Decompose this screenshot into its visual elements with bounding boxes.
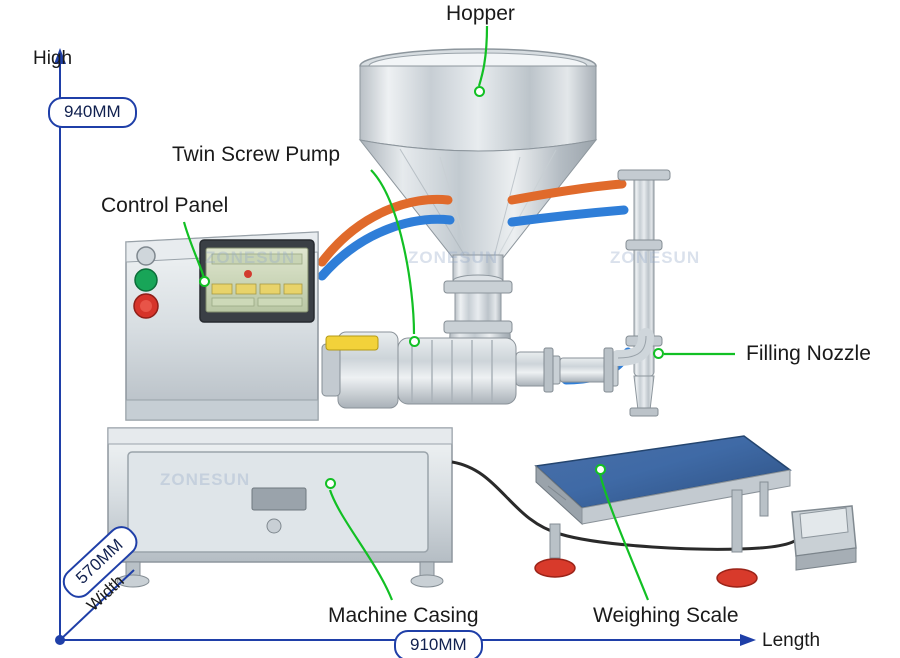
axis-label-length: Length — [762, 630, 821, 651]
watermark: ZONESUN — [610, 248, 701, 267]
label-weighing-scale: Weighing Scale — [593, 604, 739, 627]
dimension-height: 940MM — [48, 97, 137, 128]
callout-dot-filling-nozzle — [653, 348, 664, 359]
label-control-panel: Control Panel — [101, 194, 229, 217]
callout-dot-machine-casing — [325, 478, 336, 489]
label-hopper: Hopper — [446, 2, 515, 25]
label-twin-screw-pump: Twin Screw Pump — [172, 143, 341, 166]
label-filling-nozzle: Filling Nozzle — [746, 342, 871, 365]
watermark: ZONESUN — [160, 470, 251, 489]
axis-label-high: High — [33, 48, 73, 69]
callout-dot-weighing-scale — [595, 464, 606, 475]
callout-dot-hopper — [474, 86, 485, 97]
dimension-length: 910MM — [394, 630, 483, 658]
callout-dot-twin-screw-pump — [409, 336, 420, 347]
watermark: ZONESUN — [205, 248, 296, 267]
callout-dot-control-panel — [199, 276, 210, 287]
label-machine-casing: Machine Casing — [328, 604, 479, 627]
watermark: ZONESUN — [408, 248, 499, 267]
